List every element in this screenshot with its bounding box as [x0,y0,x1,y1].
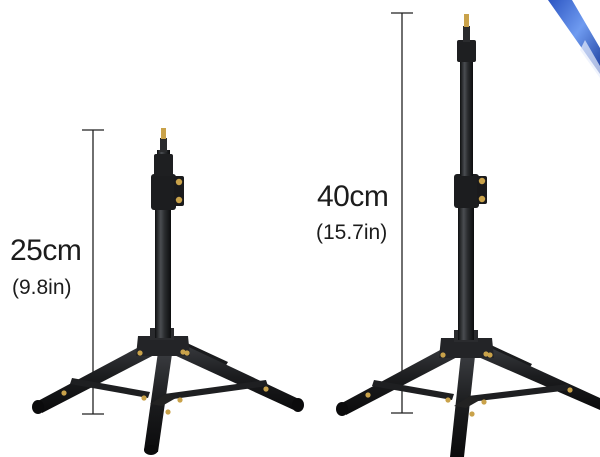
short-stand-dimension-line [82,129,104,415]
tall-stand-height-cm: 40cm [317,180,389,213]
tall-stand-height-in: (15.7in) [316,221,388,244]
short-stand [32,128,304,455]
short-left-leg [36,340,160,413]
short-brass-bolts [61,178,269,415]
tall-main-tube [458,206,474,340]
tall-stand-dimension-line [391,12,413,414]
short-right-leg [172,342,301,411]
tall-right-leg [476,344,600,410]
short-clamp [151,174,176,210]
blue-light-strip [548,0,600,78]
short-stand-height-in: (9.8in) [12,276,72,299]
tall-upper-tube [460,58,473,176]
short-main-tube [155,208,171,338]
tall-hub [439,338,494,358]
short-stand-height-cm: 25cm [10,234,82,267]
tall-left-leg [340,342,463,415]
tall-brass-bolts [365,177,573,417]
tall-stand [336,12,600,457]
tall-clamp [454,174,479,208]
short-hub [136,336,190,356]
